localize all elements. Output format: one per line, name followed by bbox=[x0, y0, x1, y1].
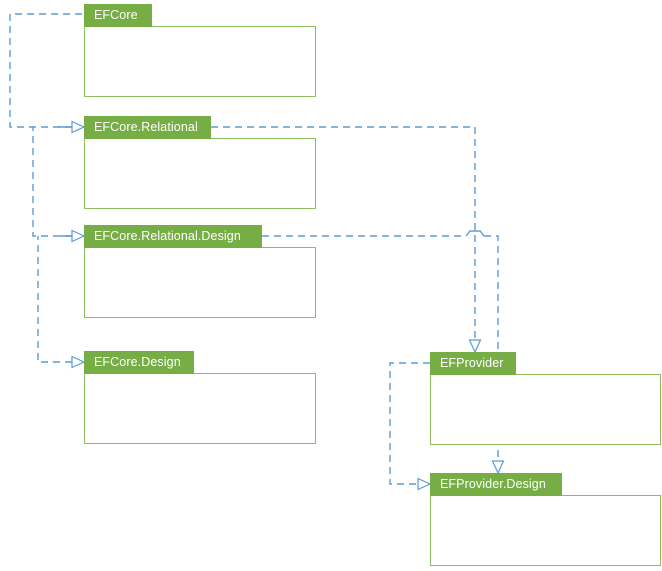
package-body-efcore-relational-design bbox=[84, 247, 316, 318]
package-body-efcore-relational bbox=[84, 138, 316, 209]
package-label-efcore-relational-design[interactable]: EFCore.Relational.Design bbox=[84, 225, 262, 248]
package-label-efprovider-design[interactable]: EFProvider.Design bbox=[430, 473, 562, 496]
hollow-triangle-arrowhead bbox=[468, 339, 482, 354]
hollow-triangle-arrowhead bbox=[417, 477, 432, 491]
dependency-provider-to-relational[interactable] bbox=[211, 126, 482, 354]
hollow-triangle-arrowhead bbox=[71, 120, 86, 134]
package-label-efprovider[interactable]: EFProvider bbox=[430, 352, 516, 375]
package-label-efcore-relational[interactable]: EFCore.Relational bbox=[84, 116, 211, 139]
package-body-efprovider bbox=[430, 374, 661, 445]
dependency-core-design-to-relational-design[interactable] bbox=[37, 236, 86, 369]
hollow-triangle-arrowhead bbox=[491, 460, 505, 475]
dependency-relational-design-to-relational[interactable] bbox=[32, 127, 86, 243]
package-body-efcore-design bbox=[84, 373, 316, 444]
line-jump-hop bbox=[465, 230, 485, 237]
package-label-efcore-design[interactable]: EFCore.Design bbox=[84, 351, 194, 374]
package-body-efprovider-design bbox=[430, 495, 661, 566]
hollow-triangle-arrowhead bbox=[71, 229, 86, 243]
package-body-efcore bbox=[84, 26, 316, 97]
hollow-triangle-arrowhead bbox=[71, 355, 86, 369]
dependency-relational-to-efcore[interactable] bbox=[9, 13, 86, 134]
dependency-provider-design-to-provider[interactable] bbox=[389, 362, 432, 491]
package-label-efcore[interactable]: EFCore bbox=[84, 4, 152, 27]
